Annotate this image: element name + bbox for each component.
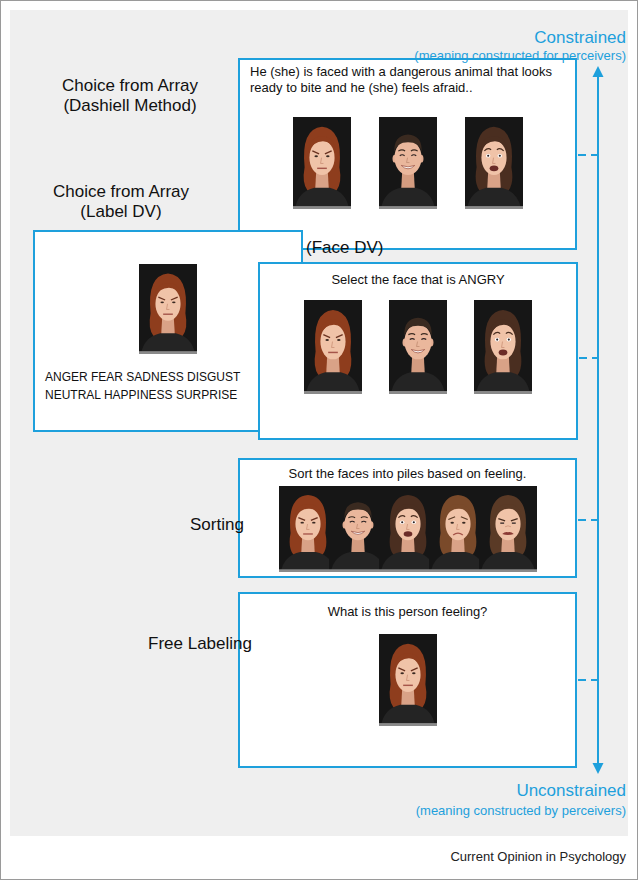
face-row xyxy=(250,486,565,572)
face-photo xyxy=(279,486,337,572)
method-box: Sort the faces into piles based on feeli… xyxy=(238,458,577,578)
method-name: Sorting xyxy=(190,515,244,535)
arrow-head xyxy=(593,66,604,77)
face-photo xyxy=(379,634,437,726)
face-photo xyxy=(479,486,537,572)
scale-end-label: Constrained xyxy=(534,28,626,48)
method-box: He (she) is faced with a dangerous anima… xyxy=(238,58,577,250)
dashed-leaders xyxy=(578,155,597,680)
face-photo xyxy=(329,486,387,572)
face-photo xyxy=(304,300,362,394)
response-options: NEUTRAL HAPPINESS SURPRISE xyxy=(45,388,237,403)
arrow-head xyxy=(593,763,604,774)
response-options: ANGER FEAR SADNESS DISGUST xyxy=(45,370,240,385)
task-prompt: Select the face that is ANGRY xyxy=(270,272,566,288)
task-prompt: What is this person feeling? xyxy=(250,604,565,620)
method-name: Free Labeling xyxy=(148,634,252,654)
task-prompt: Sort the faces into piles based on feeli… xyxy=(250,466,565,482)
face-photo xyxy=(389,300,447,394)
face-row xyxy=(250,117,565,209)
face-photo xyxy=(465,117,523,209)
face-photo xyxy=(139,264,197,354)
face-photo xyxy=(429,486,487,572)
face-photo xyxy=(293,117,351,209)
journal-credit: Current Opinion in Psychology xyxy=(450,849,626,865)
task-prompt: He (she) is faced with a dangerous anima… xyxy=(250,64,565,97)
method-variant: (Face DV) xyxy=(306,238,383,258)
method-name: Choice from Array (Dashiell Method) xyxy=(42,76,218,117)
scale-end-label: Unconstrained xyxy=(516,781,626,801)
face-row xyxy=(270,300,566,394)
face-photo xyxy=(379,117,437,209)
face-row xyxy=(45,264,291,354)
method-box: What is this person feeling? xyxy=(238,592,577,768)
scale-end-note: (meaning constructed for perceivers) xyxy=(414,48,626,64)
scale-arrow xyxy=(597,74,599,766)
face-photo xyxy=(474,300,532,394)
face-row xyxy=(250,634,565,726)
scale-end-note: (meaning constructed by perceivers) xyxy=(416,803,626,819)
method-box: Select the face that is ANGRY xyxy=(258,262,578,440)
face-photo xyxy=(379,486,437,572)
method-name: Choice from Array (Label DV) xyxy=(36,182,206,223)
